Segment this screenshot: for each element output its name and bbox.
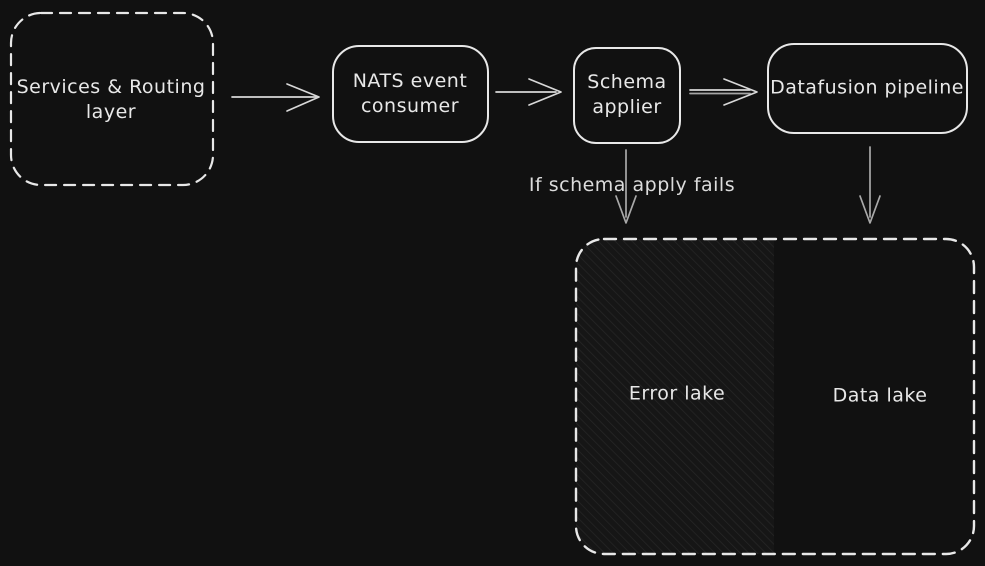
nats-event-consumer-box <box>332 45 489 143</box>
schema-applier-label-line2: applier <box>592 96 662 118</box>
services-routing-layer-label: Services & Routing layer <box>17 75 206 125</box>
error-lake-label: Error lake <box>628 382 726 405</box>
services-routing-layer-label-line1: Services & Routing <box>16 76 206 98</box>
data-lake-label: Data lake <box>832 384 928 407</box>
error-lake-hatched-region <box>576 239 774 554</box>
nats-event-consumer-label-line1: NATS event <box>352 70 468 92</box>
services-routing-layer-box <box>9 11 215 187</box>
nats-event-consumer-label: NATS event consumer <box>353 69 468 119</box>
services-routing-layer-label-line2: layer <box>85 101 137 123</box>
datafusion-pipeline-label: Datafusion pipeline <box>770 76 964 99</box>
schema-applier-label-line1: Schema <box>587 71 667 93</box>
schema-fail-edge-label: If schema apply fails <box>528 174 736 196</box>
arrow-nats-to-schema <box>495 78 562 106</box>
schema-applier-box <box>573 47 681 144</box>
lakes-container-box <box>574 237 976 556</box>
schema-applier-label: Schema applier <box>587 70 666 120</box>
nats-event-consumer-label-line2: consumer <box>360 95 460 117</box>
arrow-schema-to-error-lake <box>615 149 637 224</box>
datafusion-pipeline-box <box>767 43 968 134</box>
arrow-datafusion-to-data-lake <box>859 146 881 224</box>
arrow-schema-to-datafusion <box>689 78 758 106</box>
arrow-services-to-nats <box>231 83 320 112</box>
